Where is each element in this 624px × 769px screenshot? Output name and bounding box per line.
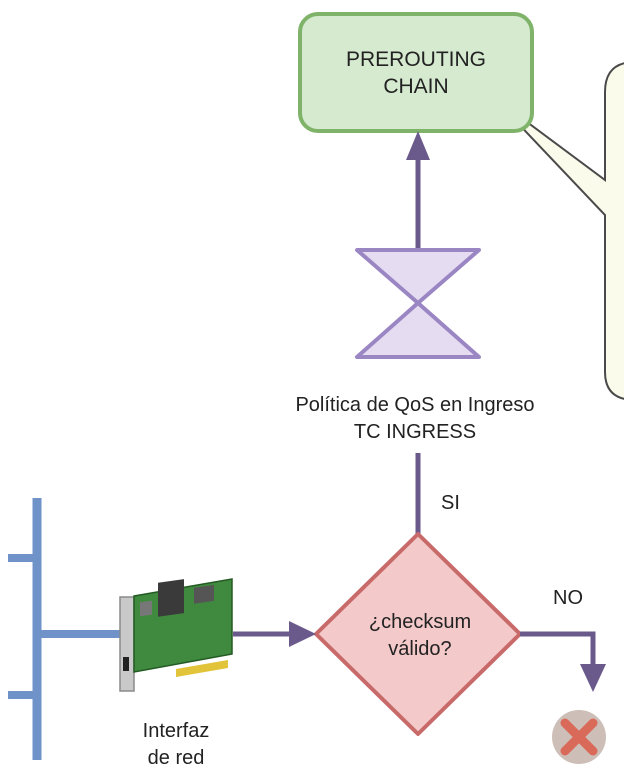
network-bus: [8, 498, 122, 760]
nic-label-line2: de red: [148, 747, 205, 769]
arrowhead-right-diamond: [289, 621, 316, 647]
qos-valve: [355, 248, 481, 359]
branch-no-label: NO: [553, 587, 583, 609]
network-card-icon: [119, 578, 233, 692]
qos-label-line2: TC INGRESS: [354, 421, 476, 443]
connector-no-branch: [520, 631, 596, 668]
prerouting-label-line1: PREROUTING: [346, 48, 486, 71]
branch-yes-label: SI: [441, 492, 460, 514]
prerouting-label-line2: CHAIN: [383, 75, 448, 98]
arrowhead-up-prerouting: [406, 131, 430, 160]
checksum-decision-diamond: ¿checksum válido?: [314, 532, 522, 736]
qos-label-line1: Política de QoS en Ingreso: [295, 394, 534, 416]
decision-label-line1: ¿checksum: [369, 611, 471, 633]
decision-label-line2: válido?: [388, 638, 451, 660]
nic-label-line1: Interfaz: [143, 720, 210, 742]
drop-x-icon: [552, 710, 606, 764]
arrowhead-down-drop: [580, 664, 606, 692]
prerouting-chain-box: PREROUTING CHAIN: [298, 12, 534, 133]
